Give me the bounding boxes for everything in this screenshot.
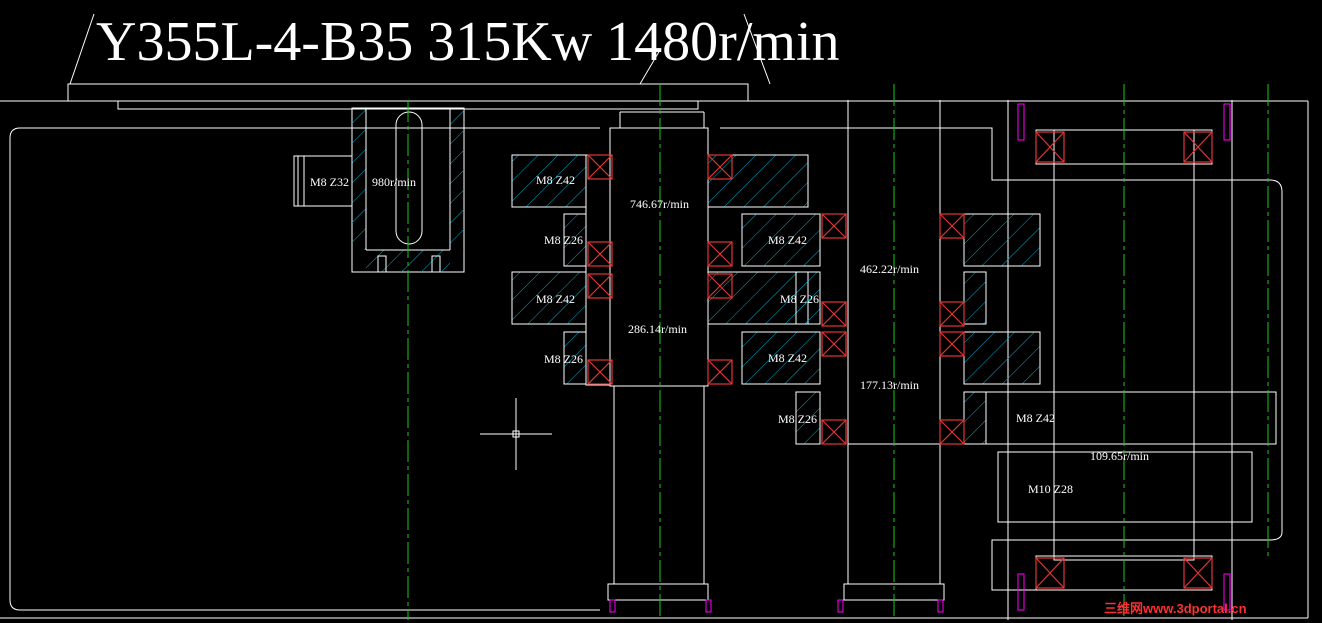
label-speed-in: 980r/min [372,175,416,189]
centerlines [407,84,1269,620]
motor-title: Y355L-4-B35 315Kw 1480r/min [96,11,840,73]
label-s2-speed-a: 462.22r/min [860,262,919,276]
label-s3-speed: 109.65r/min [1090,449,1149,463]
label-s1-z26b: M8 Z26 [544,352,583,366]
gearbox-housing [0,100,1309,620]
label-s2-z26a: M8 Z26 [780,292,819,306]
label-s1-speed-a: 746.67r/min [630,197,689,211]
stage1-shaft [511,111,809,601]
label-s1-z42b: M8 Z42 [536,292,575,306]
label-s2-z26b: M8 Z26 [778,412,817,426]
label-s2-z42b: M8 Z42 [768,351,807,365]
label-s2-speed-b: 177.13r/min [860,378,919,392]
label-gear-in: M8 Z32 [310,175,349,189]
watermark: 三维网www.3dportal.cn [1104,601,1247,616]
label-s1-speed-b: 286.14r/min [628,322,687,336]
input-shaft [293,107,465,273]
label-s1-z42a: M8 Z42 [536,173,575,187]
label-s3-z42: M8 Z42 [1016,411,1055,425]
label-s1-z26a: M8 Z26 [544,233,583,247]
cad-cursor [480,398,552,470]
label-s3-z28: M10 Z28 [1028,482,1073,496]
label-s2-z42a: M8 Z42 [768,233,807,247]
